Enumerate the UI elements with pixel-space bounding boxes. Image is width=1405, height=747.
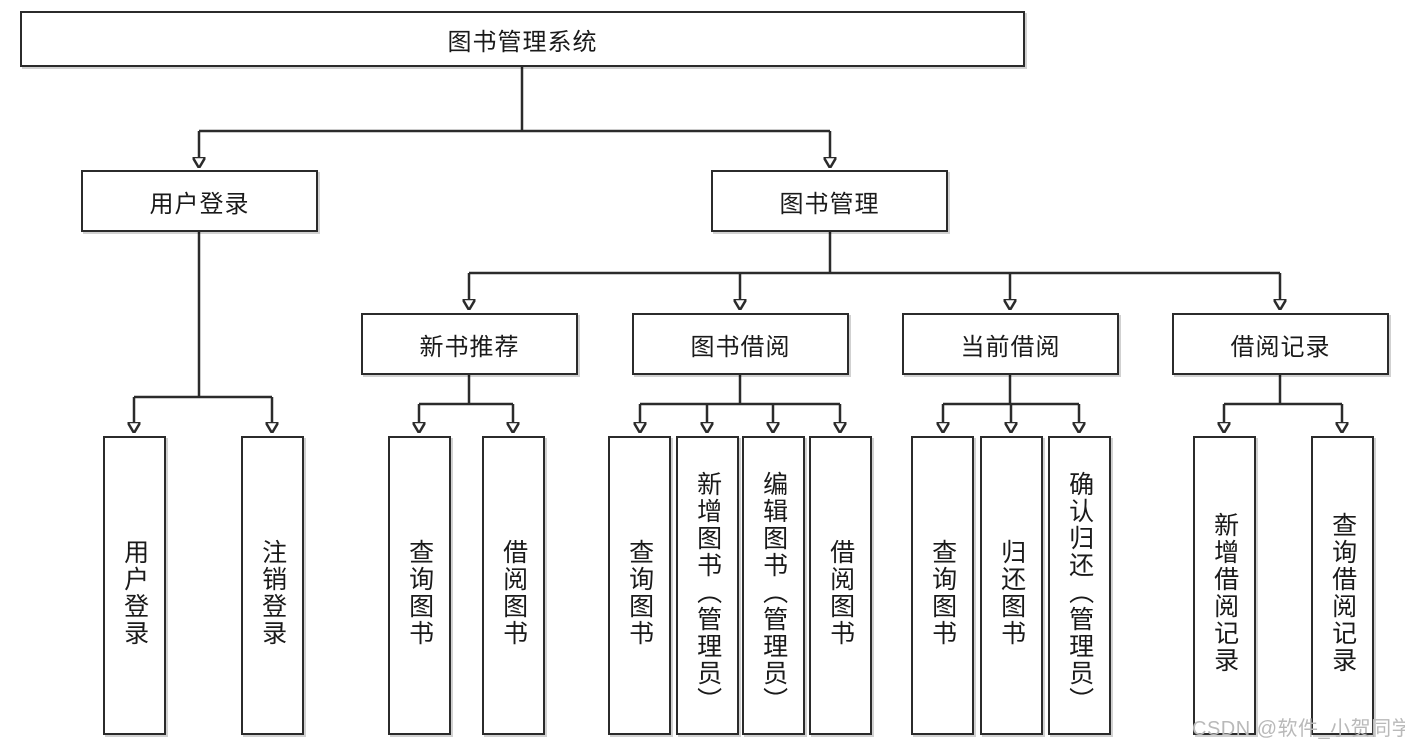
node-leaf-return-book-label: 归还图书 bbox=[997, 538, 1026, 647]
node-leaf-add-record[interactable]: 新增借阅记录 bbox=[1193, 436, 1256, 735]
node-leaf-confirm-return[interactable]: 确认归还（管理员） bbox=[1048, 436, 1111, 735]
node-leaf-edit-book[interactable]: 编辑图书（管理员） bbox=[742, 436, 805, 735]
node-book-manage[interactable]: 图书管理 bbox=[711, 170, 948, 232]
node-current-borrow[interactable]: 当前借阅 bbox=[902, 313, 1119, 375]
node-leaf-add-record-label: 新增借阅记录 bbox=[1210, 511, 1239, 674]
node-leaf-add-book-label: 新增图书（管理员） bbox=[693, 471, 722, 714]
node-borrow-record[interactable]: 借阅记录 bbox=[1172, 313, 1389, 375]
node-current-borrow-label: 当前借阅 bbox=[960, 333, 1061, 361]
node-leaf-user-login[interactable]: 用户登录 bbox=[103, 436, 166, 735]
node-leaf-query-record[interactable]: 查询借阅记录 bbox=[1311, 436, 1374, 735]
node-leaf-query-book-2-label: 查询图书 bbox=[625, 538, 654, 647]
node-borrow-record-label: 借阅记录 bbox=[1230, 333, 1331, 361]
node-leaf-return-book[interactable]: 归还图书 bbox=[980, 436, 1043, 735]
node-book-manage-label: 图书管理 bbox=[779, 190, 880, 218]
node-user-login[interactable]: 用户登录 bbox=[81, 170, 318, 232]
node-leaf-query-book-1[interactable]: 查询图书 bbox=[388, 436, 451, 735]
node-leaf-add-book[interactable]: 新增图书（管理员） bbox=[676, 436, 739, 735]
node-leaf-logout-login[interactable]: 注销登录 bbox=[241, 436, 304, 735]
node-user-login-label: 用户登录 bbox=[149, 190, 250, 218]
node-leaf-query-book-2[interactable]: 查询图书 bbox=[608, 436, 671, 735]
node-new-book-recommend-label: 新书推荐 bbox=[419, 333, 520, 361]
node-new-book-recommend[interactable]: 新书推荐 bbox=[361, 313, 578, 375]
node-book-borrow[interactable]: 图书借阅 bbox=[632, 313, 849, 375]
node-leaf-query-book-3[interactable]: 查询图书 bbox=[911, 436, 974, 735]
node-leaf-query-book-1-label: 查询图书 bbox=[405, 538, 434, 647]
node-leaf-query-book-3-label: 查询图书 bbox=[928, 538, 957, 647]
node-root-system-label: 图书管理系统 bbox=[447, 28, 598, 56]
node-leaf-borrow-book-1-label: 借阅图书 bbox=[499, 538, 528, 647]
node-leaf-borrow-book-1[interactable]: 借阅图书 bbox=[482, 436, 545, 735]
node-leaf-user-login-label: 用户登录 bbox=[120, 538, 149, 647]
node-leaf-query-record-label: 查询借阅记录 bbox=[1328, 511, 1357, 674]
node-leaf-borrow-book-2-label: 借阅图书 bbox=[826, 538, 855, 647]
node-leaf-edit-book-label: 编辑图书（管理员） bbox=[759, 471, 788, 714]
node-book-borrow-label: 图书借阅 bbox=[690, 333, 791, 361]
node-leaf-borrow-book-2[interactable]: 借阅图书 bbox=[809, 436, 872, 735]
node-leaf-confirm-return-label: 确认归还（管理员） bbox=[1065, 471, 1094, 714]
node-root-system[interactable]: 图书管理系统 bbox=[20, 11, 1025, 67]
node-leaf-logout-login-label: 注销登录 bbox=[258, 538, 287, 647]
